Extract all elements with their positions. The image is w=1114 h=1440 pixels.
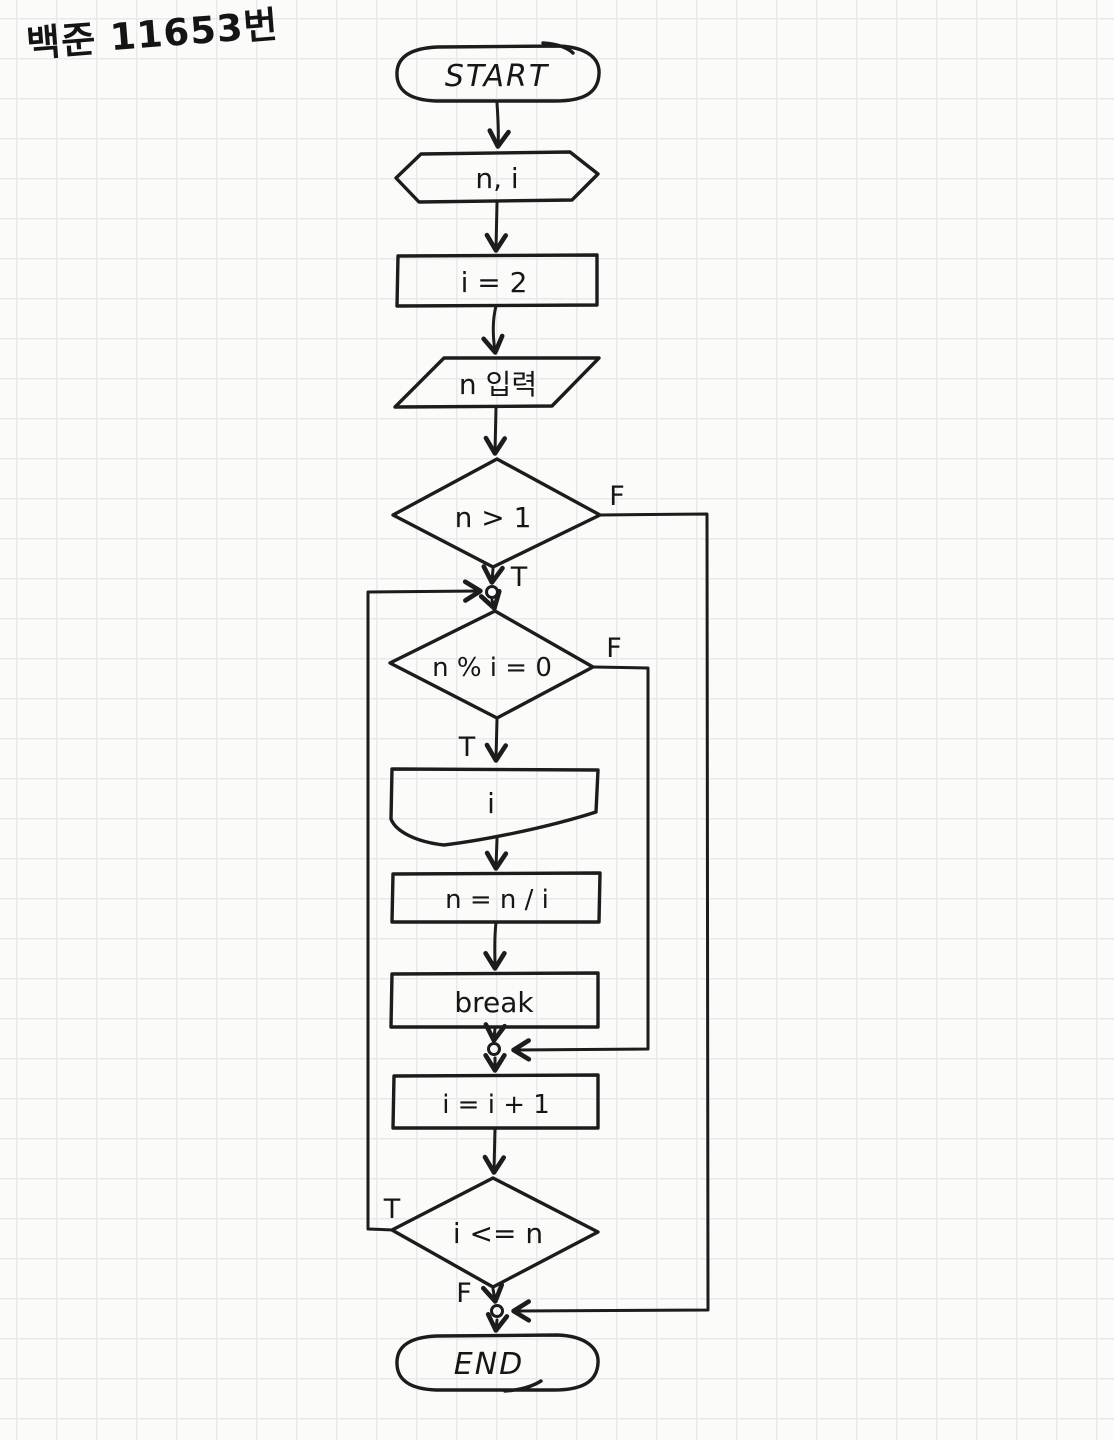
- check-mod-decision-shape: [388, 609, 595, 720]
- declare-label: n, i: [475, 162, 518, 195]
- break-label: break: [454, 986, 534, 1019]
- init-label: i = 2: [461, 266, 528, 299]
- print-output-shape: [389, 767, 600, 847]
- arrow-start-to-declare: [487, 101, 511, 149]
- input-label: n 입력: [459, 368, 537, 401]
- arrow-junction-to-end: [485, 1312, 510, 1333]
- edge-check-n-false: [511, 512, 710, 1323]
- arrow-break-to-junction: [483, 1022, 507, 1043]
- input-parallelogram-shape: [393, 356, 601, 409]
- edge-check-mod-false: [511, 665, 650, 1062]
- junction-after-break: [487, 1042, 501, 1056]
- check-loop-label: i <= n: [453, 1217, 543, 1250]
- check-mod-true-label: T: [458, 732, 476, 763]
- declare-preparation-shape: [394, 150, 600, 204]
- print-label: i: [487, 787, 495, 820]
- end-terminator-shape: [395, 1333, 600, 1393]
- end-label: END: [454, 1347, 525, 1382]
- init-process-shape: [395, 253, 599, 308]
- arrow-check-loop-false: [480, 1282, 505, 1304]
- check-n-decision-shape: [391, 457, 602, 569]
- divide-label: n = n / i: [445, 885, 549, 915]
- arrow-divide-to-break: [483, 921, 507, 971]
- start-label: START: [445, 59, 550, 94]
- increment-label: i = i + 1: [442, 1090, 550, 1120]
- arrow-init-to-input: [481, 304, 505, 355]
- junction-loop-top: [485, 585, 499, 599]
- arrow-junction-to-check-mod: [478, 588, 502, 611]
- edge-loop-back: [366, 579, 483, 1232]
- arrow-check-n-true: [481, 564, 505, 585]
- divide-process-shape: [390, 871, 602, 924]
- arrow-increment-to-check-loop: [482, 1127, 507, 1175]
- break-process-shape: [389, 971, 600, 1029]
- check-loop-false-label: F: [456, 1278, 472, 1309]
- check-loop-true-label: T: [383, 1194, 401, 1225]
- check-n-true-label: T: [510, 562, 528, 593]
- arrow-check-mod-true: [484, 717, 509, 763]
- check-n-false-label: F: [609, 481, 625, 512]
- arrow-input-to-check-n: [483, 406, 508, 456]
- check-loop-decision-shape: [390, 1176, 600, 1289]
- check-n-label: n > 1: [455, 501, 532, 534]
- arrow-print-to-divide: [484, 837, 509, 871]
- check-mod-false-label: F: [606, 633, 622, 664]
- arrow-declare-to-init: [484, 201, 508, 253]
- junction-before-end: [490, 1304, 504, 1318]
- increment-process-shape: [391, 1073, 600, 1130]
- check-mod-label: n % i = 0: [432, 653, 552, 683]
- start-terminator-shape: [395, 41, 601, 103]
